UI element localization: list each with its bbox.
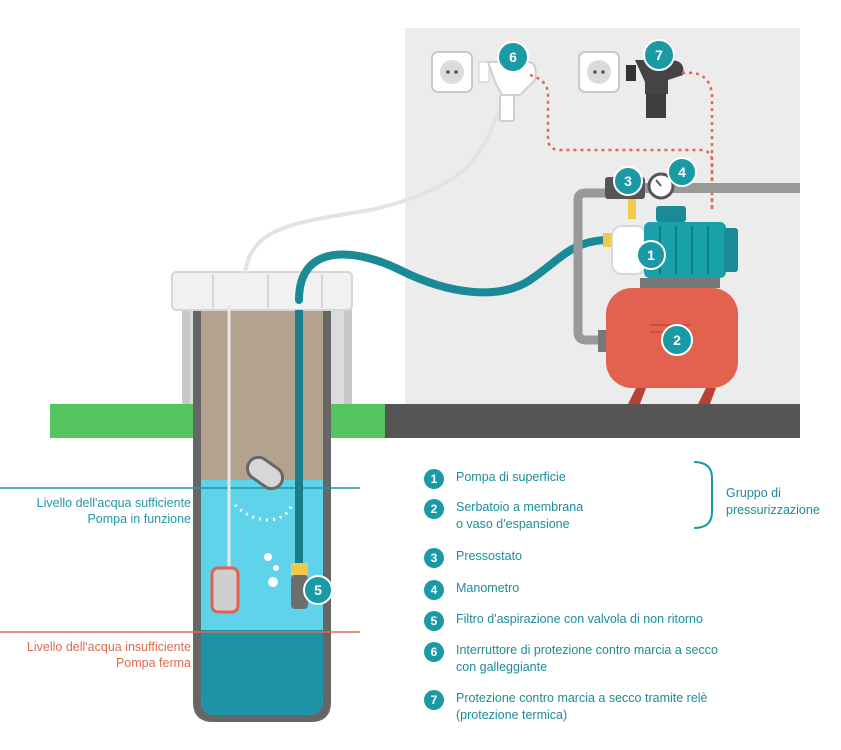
label-sufficient-line2: Pompa in funzione xyxy=(87,512,191,526)
legend-num: 3 xyxy=(424,548,444,568)
svg-text:4: 4 xyxy=(678,164,686,180)
svg-text:1: 1 xyxy=(647,247,655,263)
control-wire-7 xyxy=(681,71,714,212)
legend-num: 2 xyxy=(424,499,444,519)
socket-6 xyxy=(431,51,473,93)
svg-text:5: 5 xyxy=(314,582,322,598)
badge-2: 2 xyxy=(661,324,693,356)
surface-pump xyxy=(603,206,738,288)
badge-6: 6 xyxy=(497,41,529,73)
legend-text: Pressostato xyxy=(456,549,523,563)
group-label: Gruppo di pressurizzazione xyxy=(726,486,820,517)
legend-item-3: 3 Pressostato xyxy=(424,548,522,568)
legend-item-2: 2 Serbatoio a membrana o vaso d'espansio… xyxy=(424,499,583,533)
well-cap xyxy=(171,271,353,311)
label-insufficient-level: Livello dell'acqua insufficiente Pompa f… xyxy=(27,639,191,671)
legend-num: 1 xyxy=(424,469,444,489)
power-cable-6 xyxy=(243,103,507,275)
legend-text: Serbatoio a membrana o vaso d'espansione xyxy=(456,500,584,531)
bypass-pipe xyxy=(573,188,608,345)
float-switch xyxy=(233,455,295,522)
badge-7: 7 xyxy=(643,39,675,71)
suction-hose xyxy=(295,236,609,304)
badge-3: 3 xyxy=(613,166,643,196)
svg-text:6: 6 xyxy=(509,49,517,65)
well-water-deep xyxy=(201,630,323,715)
legend-text: Interruttore di protezione contro marcia… xyxy=(456,643,718,674)
float-switch-plug xyxy=(478,61,537,122)
legend-num: 4 xyxy=(424,580,444,600)
legend-item-6: 6 Interruttore di protezione contro marc… xyxy=(424,642,718,676)
legend-num: 7 xyxy=(424,690,444,710)
legend-text: Filtro d'aspirazione con valvola di non … xyxy=(456,612,703,626)
suction-filter-head xyxy=(291,563,308,575)
label-insufficient-line2: Pompa ferma xyxy=(115,656,191,670)
socket-7 xyxy=(578,51,620,93)
outlet-pipe xyxy=(640,183,800,193)
suction-filter xyxy=(291,575,308,609)
level-probe xyxy=(210,566,240,614)
legend-item-4: 4 Manometro xyxy=(424,580,519,600)
floor-gray xyxy=(385,404,800,438)
svg-text:7: 7 xyxy=(655,47,663,63)
relay-plug xyxy=(626,60,684,118)
legend-num: 5 xyxy=(424,611,444,631)
svg-text:3: 3 xyxy=(624,173,632,189)
label-sufficient-line1: Livello dell'acqua sufficiente xyxy=(36,496,191,510)
badge-1: 1 xyxy=(636,240,666,270)
svg-text:2: 2 xyxy=(673,332,681,348)
legend-item-1: 1 Pompa di superficie xyxy=(424,469,566,489)
legend-text: Protezione contro marcia a secco tramite… xyxy=(456,691,708,722)
legend-item-5: 5 Filtro d'aspirazione con valvola di no… xyxy=(424,611,703,631)
legend-num: 6 xyxy=(424,642,444,662)
label-sufficient-level: Livello dell'acqua sufficiente Pompa in … xyxy=(37,495,191,527)
legend-text: Manometro xyxy=(456,581,520,595)
legend-item-7: 7 Protezione contro marcia a secco trami… xyxy=(424,690,708,724)
group-bracket xyxy=(693,461,713,529)
badge-5: 5 xyxy=(303,575,333,605)
label-insufficient-line1: Livello dell'acqua insufficiente xyxy=(26,640,191,654)
legend-text: Pompa di superficie xyxy=(456,470,566,484)
badge-4: 4 xyxy=(667,157,697,187)
